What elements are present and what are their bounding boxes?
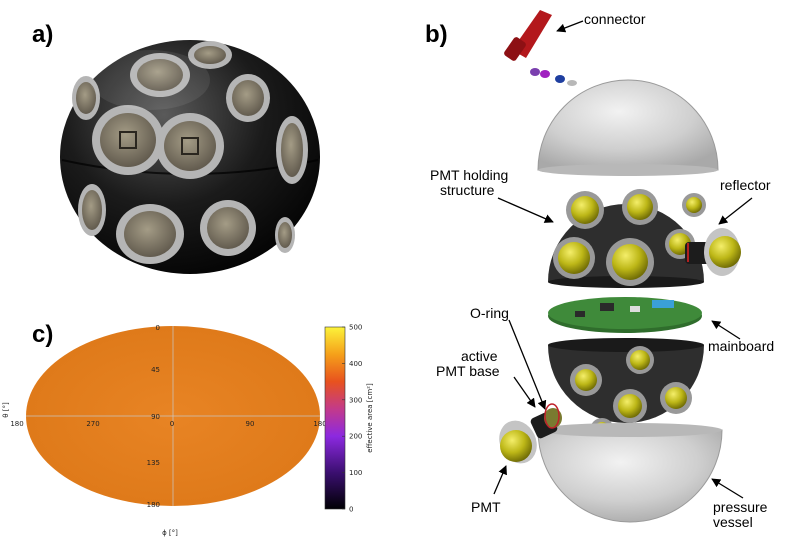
o-ring (544, 403, 560, 429)
upper-holding-structure (548, 189, 706, 288)
label-pressure-1: pressure (713, 499, 768, 515)
pmt-cap (566, 191, 604, 229)
pmt-window (275, 217, 295, 253)
x-tick-label: 0 (170, 420, 174, 428)
colorbar: 0 100 200 300 400 500 effective area [cm²] (324, 324, 374, 514)
colorbar-tick-label: 100 (349, 469, 362, 477)
reflector-part (685, 228, 741, 276)
y-tick-label: 45 (151, 366, 160, 374)
x-tick-label: 90 (246, 420, 255, 428)
colorbar-ticks: 0 100 200 300 400 500 (342, 324, 362, 514)
y-tick-labels: 0 45 90 135 180 (147, 324, 160, 509)
pmt-window (92, 105, 164, 175)
pmt-window (200, 200, 256, 256)
pmt-window (78, 184, 106, 236)
colorbar-label: effective area [cm²] (366, 383, 374, 453)
pmt-cap (570, 364, 602, 396)
label-pmt: PMT (471, 499, 501, 515)
x-tick-label: 180 (313, 420, 326, 428)
colorbar-tick-label: 300 (349, 396, 362, 404)
assembled-module (60, 40, 320, 274)
label-reflector: reflector (720, 177, 771, 193)
y-tick-label: 180 (147, 501, 160, 509)
label-mainboard: mainboard (708, 338, 774, 354)
x-tick-label: 270 (86, 420, 99, 428)
pmt-cap (682, 193, 706, 217)
pmt-cap (622, 189, 658, 225)
pmt-window (226, 74, 270, 122)
pmt-window (188, 41, 232, 69)
pmt-part (499, 408, 562, 464)
label-pressure-2: vessel (713, 514, 753, 530)
label-connector: connector (584, 11, 646, 27)
pmt-window (130, 53, 190, 97)
y-tick-label: 135 (147, 459, 160, 467)
pmt-cap (553, 237, 595, 279)
callout-arrows (493, 20, 753, 499)
y-tick-label: 90 (151, 413, 160, 421)
label-active-2: PMT base (436, 363, 500, 379)
label-pmt-holding-2: structure (440, 182, 495, 198)
pmt-cap (660, 382, 692, 414)
panel-label-c: c) (32, 321, 53, 348)
y-axis-label: θ [°] (2, 402, 10, 418)
exploded-view: connector PMT holding structure reflecto… (430, 10, 774, 530)
colorbar-tick-label: 0 (349, 506, 353, 514)
label-oring: O-ring (470, 305, 509, 321)
pmt-window (72, 76, 100, 120)
colorbar-tick-label: 400 (349, 360, 362, 368)
panel-label-b: b) (425, 21, 448, 48)
label-active-1: active (461, 348, 498, 364)
pmt-cap (606, 238, 654, 286)
pmt-window (276, 116, 308, 184)
pmt-cap (626, 346, 654, 374)
lower-pressure-hemisphere (537, 429, 723, 523)
colorbar-tick-label: 200 (349, 433, 362, 441)
mainboard-part (548, 297, 702, 333)
pmt-window (116, 204, 184, 264)
colorbar-tick-label: 500 (349, 324, 362, 332)
connector-part (504, 10, 577, 86)
pmt-window (156, 113, 224, 179)
effective-area-map: 0 45 90 135 180 180 270 0 90 180 θ [°] ϕ… (2, 324, 374, 538)
y-tick-label: 0 (156, 324, 160, 332)
upper-pressure-hemisphere (537, 79, 719, 171)
panel-label-a: a) (32, 21, 53, 48)
pmt-cap (613, 389, 647, 423)
pmt-window-group (72, 41, 308, 264)
x-axis-label: ϕ [°] (162, 529, 178, 537)
x-tick-label: 180 (10, 420, 23, 428)
label-pmt-holding-1: PMT holding (430, 167, 508, 183)
x-tick-labels: 180 270 0 90 180 (10, 420, 326, 428)
